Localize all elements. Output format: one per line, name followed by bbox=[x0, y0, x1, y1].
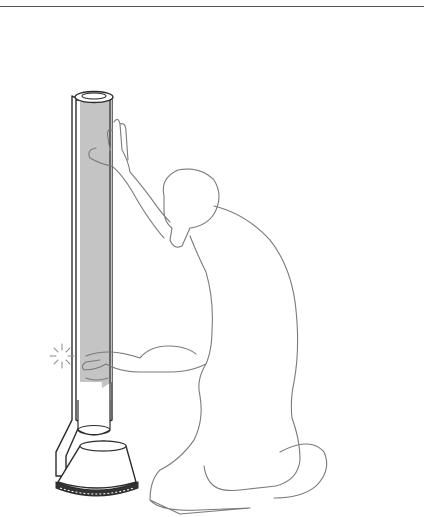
upper-arm bbox=[112, 166, 170, 238]
lower-arm bbox=[106, 346, 206, 372]
head bbox=[163, 169, 219, 247]
fabric-panel-main bbox=[80, 102, 110, 382]
legs bbox=[150, 364, 327, 510]
base-top bbox=[80, 441, 126, 451]
column-lower-end bbox=[78, 400, 110, 435]
torso bbox=[190, 206, 298, 418]
sparkle-icon bbox=[50, 344, 74, 368]
calf bbox=[150, 500, 250, 514]
speaker-column bbox=[56, 92, 113, 477]
